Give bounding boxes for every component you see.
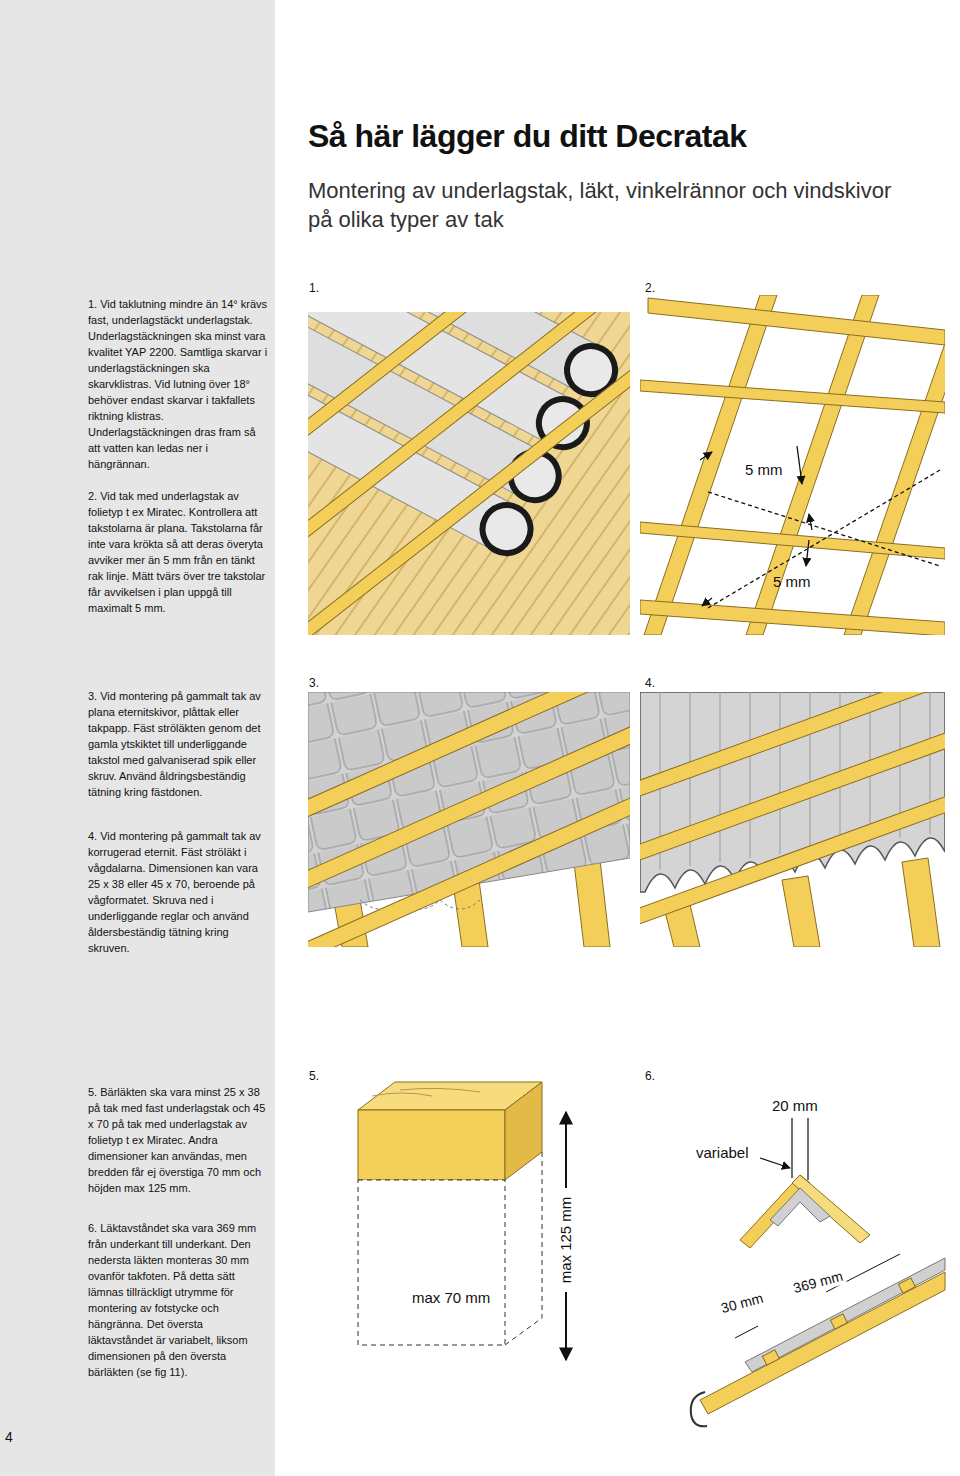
side-band <box>0 0 275 1476</box>
figure-number: 5. <box>309 1068 319 1084</box>
dimension-label: 5 mm <box>745 460 783 480</box>
figure-batten-spacing <box>691 1118 945 1426</box>
figure-number: 6. <box>645 1068 655 1084</box>
figure-number: 1. <box>309 280 319 296</box>
paragraph: 3. Vid montering på gammalt tak av plana… <box>88 688 268 800</box>
subtitle: Montering av underlagstak, läkt, vinkelr… <box>308 176 908 234</box>
figure-number: 2. <box>645 280 655 296</box>
figure-trusses <box>640 295 945 635</box>
paragraph: 6. Läktavståndet ska vara 369 mm från un… <box>88 1220 268 1380</box>
figure-corrugated-roof <box>640 692 945 947</box>
page-number: 4 <box>5 1428 13 1446</box>
dimension-label: 5 mm <box>773 572 811 592</box>
dimension-label: variabel <box>696 1143 749 1163</box>
paragraph: 5. Bärläkten ska vara minst 25 x 38 på t… <box>88 1084 268 1196</box>
dimension-marks <box>700 446 940 608</box>
dimension-label: 20 mm <box>772 1096 818 1116</box>
dimension-label: max 70 mm <box>412 1288 490 1308</box>
figure-number: 3. <box>309 675 319 691</box>
figure-underlay <box>308 312 630 635</box>
paragraph: 2. Vid tak med underlagstak av folietyp … <box>88 488 268 616</box>
dimension-label: max 125 mm <box>556 1195 576 1286</box>
figure-number: 4. <box>645 675 655 691</box>
page-title: Så här lägger du ditt Decratak <box>308 116 948 156</box>
dimension-label: 369 mm <box>789 1266 846 1298</box>
paragraph: 1. Vid taklutning mindre än 14° krävs fa… <box>88 296 268 472</box>
figure-batten-section <box>358 1082 566 1360</box>
figure-flat-roof <box>308 692 630 947</box>
paragraph: 4. Vid montering på gammalt tak av korru… <box>88 828 268 956</box>
dimension-label: 30 mm <box>717 1288 767 1317</box>
